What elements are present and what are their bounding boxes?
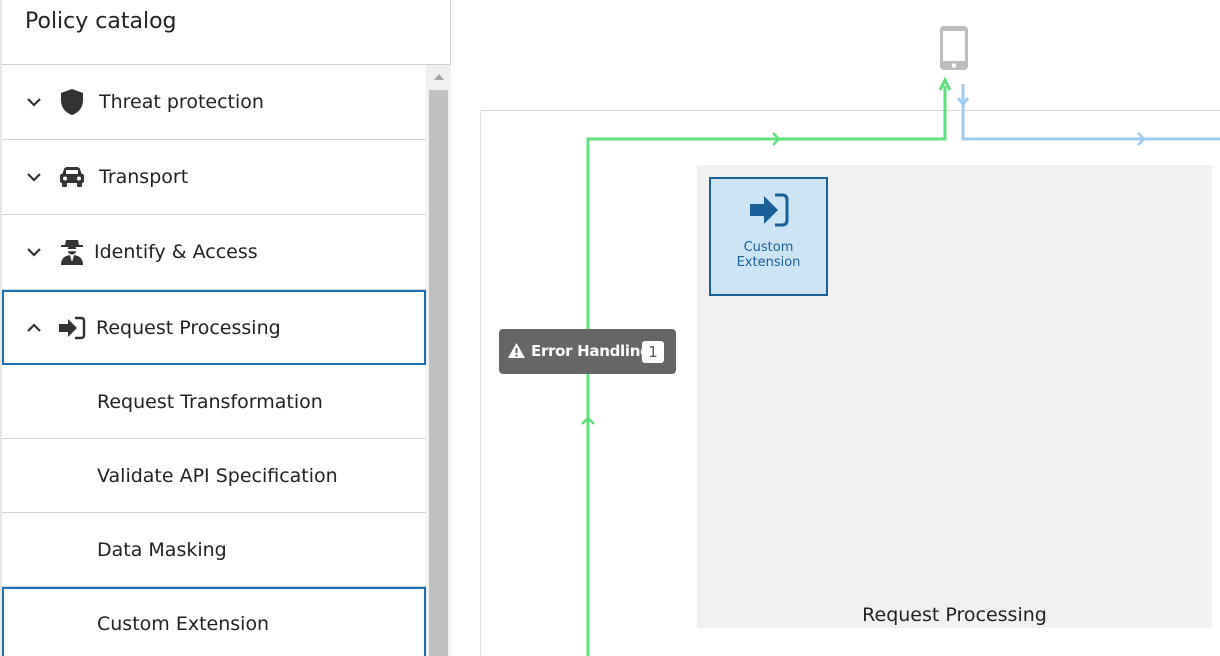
group-request-processing[interactable]: Request Processing <box>2 290 426 365</box>
panel-title: Policy catalog <box>25 9 177 34</box>
flow-chevron-up <box>581 416 595 425</box>
warning-icon <box>507 342 526 364</box>
flow-chevron-right <box>1137 132 1146 146</box>
chevron-down-icon[interactable] <box>24 92 44 112</box>
policy-list: Threat protection Transport <box>2 65 426 656</box>
scroll-thumb[interactable] <box>429 90 448 656</box>
flow-area <box>480 110 1220 656</box>
agent-icon <box>57 237 87 267</box>
list-scrollbar[interactable] <box>426 65 451 656</box>
group-label: Threat protection <box>99 91 264 113</box>
policy-validate-api-specification[interactable]: Validate API Specification <box>2 439 426 513</box>
response-flow-line <box>961 84 1220 141</box>
sign-in-icon <box>749 193 789 232</box>
chevron-up-icon[interactable] <box>24 318 44 338</box>
policy-card-line-1: Custom <box>743 240 794 255</box>
mobile-phone-icon <box>939 25 969 76</box>
policy-label: Validate API Specification <box>97 464 338 487</box>
stage-label: Request Processing <box>862 604 1047 626</box>
group-threat-protection[interactable]: Threat protection <box>2 65 426 140</box>
custom-extension-policy-card[interactable]: Custom Extension <box>709 177 828 296</box>
policy-card-line-2: Extension <box>736 255 801 270</box>
flow-lines <box>581 76 1220 656</box>
group-identify-access[interactable]: Identify & Access <box>2 215 426 290</box>
error-handling-label: Error Handling <box>531 342 651 360</box>
policy-label: Data Masking <box>97 538 227 561</box>
policy-catalog-panel: Policy catalog Threat protection <box>0 0 451 656</box>
chevron-down-icon[interactable] <box>24 242 44 262</box>
chevron-down-icon[interactable] <box>24 167 44 187</box>
policy-card-label: Custom Extension <box>711 240 826 270</box>
error-handling-badge[interactable]: Error Handling 1 <box>499 329 676 374</box>
request-flow-arrow <box>938 76 952 91</box>
group-transport[interactable]: Transport <box>2 140 426 215</box>
response-flow-arrow <box>956 97 970 107</box>
policy-label: Custom Extension <box>97 613 270 635</box>
panel-header: Policy catalog <box>2 0 451 65</box>
request-processing-stage: Custom Extension Request Processing <box>697 165 1212 628</box>
car-icon <box>57 162 87 192</box>
request-flow-line <box>586 86 947 656</box>
group-label: Transport <box>99 166 189 188</box>
scroll-up-arrow-icon[interactable] <box>426 65 451 89</box>
sign-in-icon <box>57 313 87 343</box>
policy-request-transformation[interactable]: Request Transformation <box>2 365 426 439</box>
group-label: Identify & Access <box>94 241 258 263</box>
policy-data-masking[interactable]: Data Masking <box>2 513 426 587</box>
flow-chevron-right <box>772 132 781 146</box>
flow-canvas: Custom Extension Request Processing <box>452 0 1220 656</box>
group-label: Request Processing <box>96 316 281 339</box>
policy-custom-extension[interactable]: Custom Extension <box>2 587 426 656</box>
error-count-badge: 1 <box>642 341 664 363</box>
shield-icon <box>57 87 87 117</box>
policy-label: Request Transformation <box>97 390 323 413</box>
